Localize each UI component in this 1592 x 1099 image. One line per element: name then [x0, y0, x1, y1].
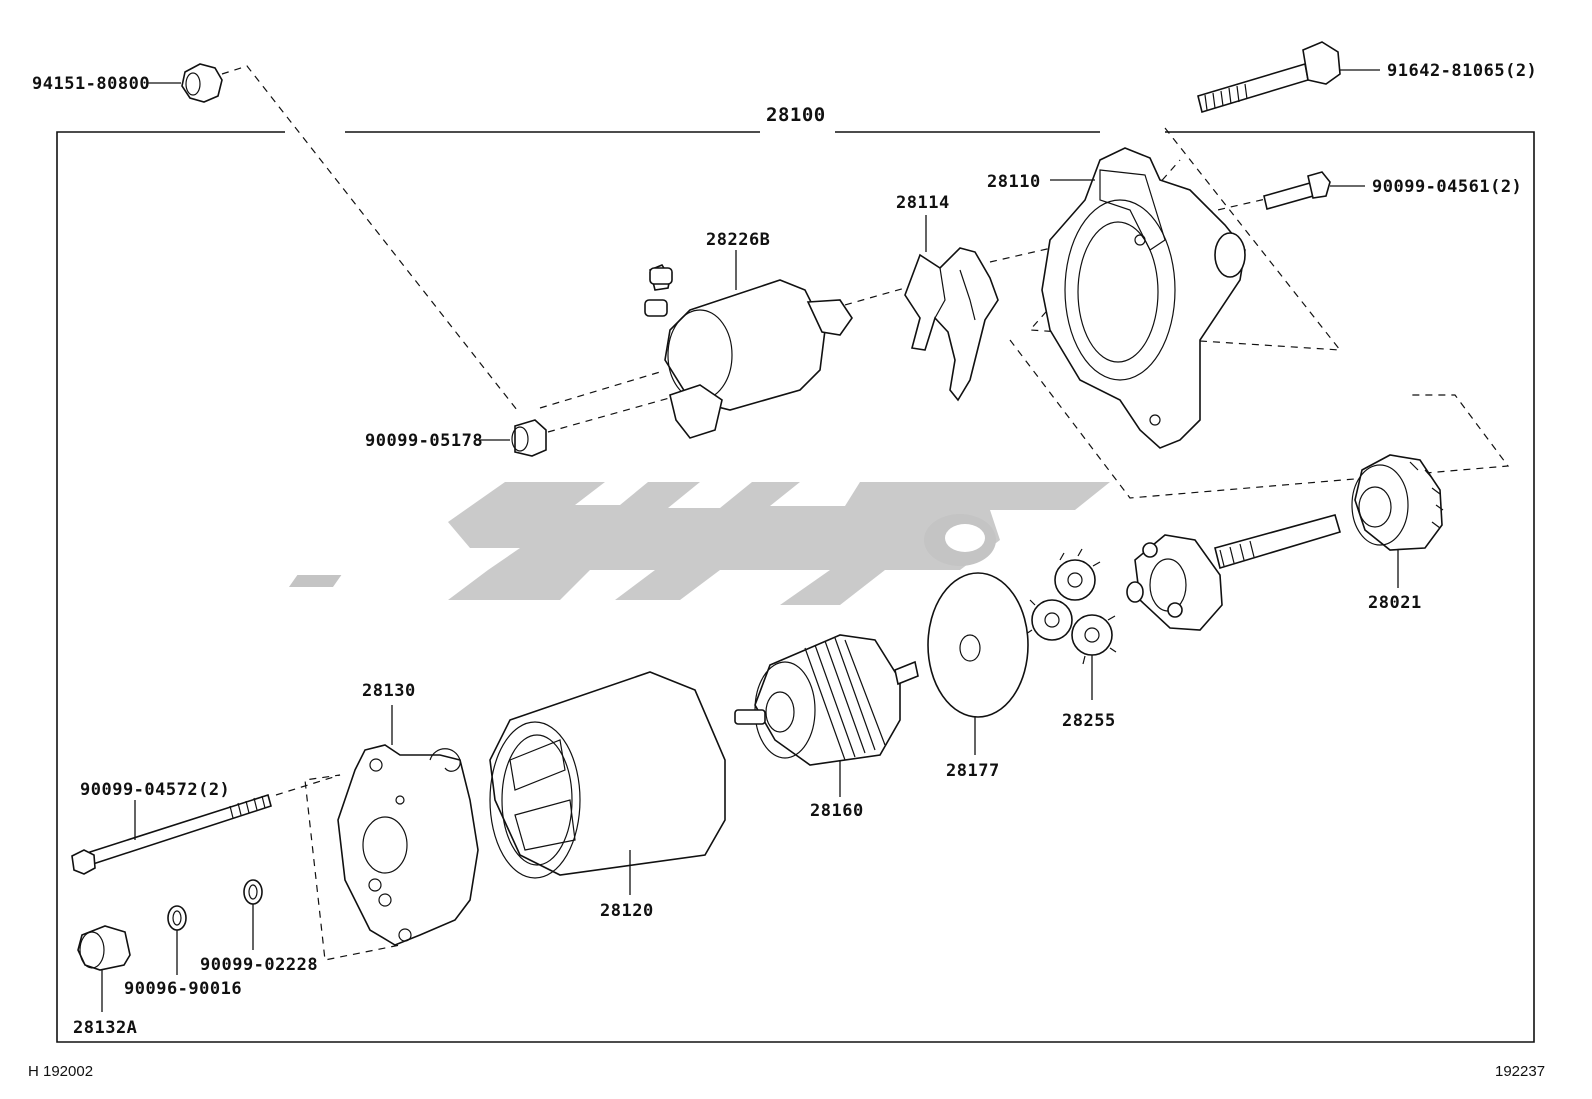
housing-28110[interactable]	[1041, 147, 1246, 449]
label-housing: 28110	[987, 172, 1041, 192]
footer-right-code: 192237	[1495, 1063, 1545, 1080]
footer-left-code: H 192002	[28, 1063, 93, 1080]
solenoid-28226B[interactable]	[644, 263, 853, 439]
label-washer-b: 90096-90016	[124, 979, 242, 999]
label-yoke: 28120	[600, 901, 654, 921]
label-bolt-small: 90099-04561(2)	[1372, 177, 1522, 197]
washer-90099-02228[interactable]	[243, 879, 263, 905]
brush-holder-28130[interactable]	[337, 744, 479, 946]
drive-pinion-28021[interactable]	[1351, 454, 1444, 551]
label-through-bolt: 90099-04572(2)	[80, 780, 230, 800]
label-washer-a: 90099-02228	[200, 955, 318, 975]
armature-28160[interactable]	[734, 634, 919, 766]
label-solenoid: 28226B	[706, 230, 770, 250]
label-planetary-gears: 28255	[1062, 711, 1116, 731]
label-nut-top: 94151-80800	[32, 74, 150, 94]
washer-90096-90016[interactable]	[167, 905, 187, 931]
label-armature: 28160	[810, 801, 864, 821]
label-plate: 28177	[946, 761, 1000, 781]
planet-carrier-shaft[interactable]	[1126, 514, 1341, 631]
assembly-label: 28100	[766, 104, 826, 126]
label-cap-nut: 90099-05178	[365, 431, 483, 451]
through-bolt-90099-04572[interactable]	[71, 793, 272, 875]
label-lever: 28114	[896, 193, 950, 213]
label-brush-holder: 28130	[362, 681, 416, 701]
cap-nut-90099-05178[interactable]	[511, 419, 547, 457]
yoke-28120[interactable]	[489, 671, 726, 879]
label-drive-pinion: 28021	[1368, 593, 1422, 613]
label-end-cap: 28132A	[73, 1018, 137, 1038]
bolt-90099-04561[interactable]	[1263, 171, 1331, 210]
watermark-logo	[288, 482, 1110, 605]
assembly-frame	[56, 131, 1535, 1043]
label-bolt-top-right: 91642-81065(2)	[1387, 61, 1537, 81]
bolt-91642[interactable]	[1197, 41, 1341, 114]
plate-28177[interactable]	[927, 572, 1029, 718]
end-cap-28132A[interactable]	[77, 925, 131, 971]
lever-28114[interactable]	[904, 247, 999, 402]
planetary-gears-28255[interactable]	[1025, 548, 1117, 665]
nut-94151[interactable]	[181, 63, 223, 103]
